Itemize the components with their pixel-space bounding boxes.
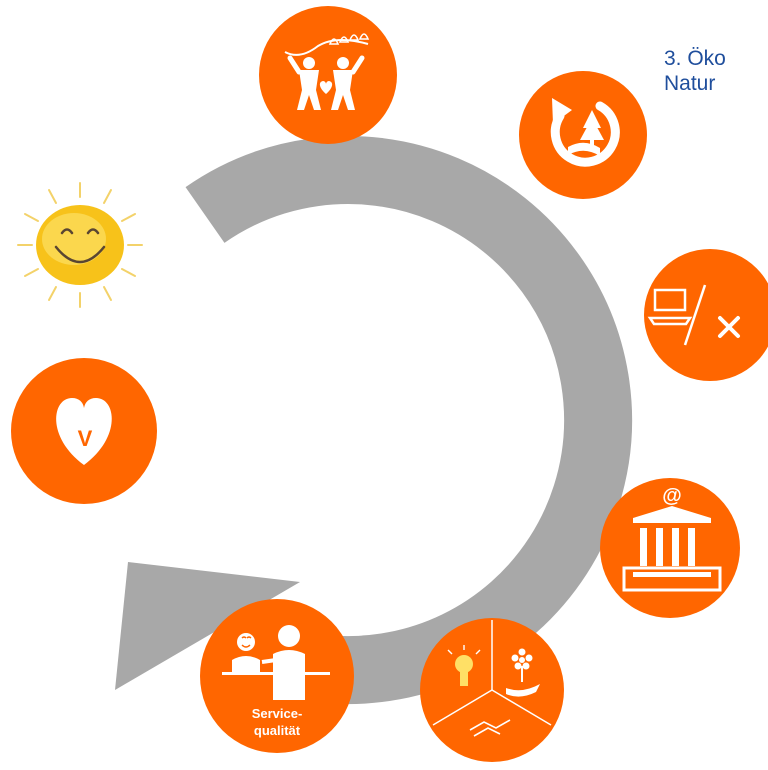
service-label-line1: Service- bbox=[252, 706, 303, 721]
caption: 3. Öko Natur bbox=[664, 46, 726, 96]
light-bulb-icon bbox=[447, 645, 481, 686]
node-idea-plant-handshake bbox=[420, 618, 564, 762]
people-heart-icon bbox=[284, 33, 370, 110]
node-computer-tools bbox=[644, 249, 768, 381]
computer-tools-icon bbox=[647, 284, 740, 346]
institution-email-icon: @ bbox=[622, 485, 722, 592]
at-sign-icon: @ bbox=[662, 485, 682, 507]
smiling-sun-icon bbox=[17, 182, 143, 308]
node-nature-cycle bbox=[519, 71, 647, 199]
node-institution: @ bbox=[600, 478, 740, 618]
heart-v-icon: V bbox=[56, 398, 112, 465]
service-counter-icon bbox=[222, 625, 330, 700]
idea-plant-handshake-icon bbox=[432, 620, 552, 737]
nature-cycle-icon bbox=[550, 98, 620, 167]
service-label-line2: qualität bbox=[254, 723, 301, 738]
node-service-quality: Service- qualität bbox=[200, 599, 354, 753]
handshake-icon bbox=[469, 719, 511, 737]
plant-in-hand-icon bbox=[506, 648, 540, 697]
caption-line1: 3. Öko bbox=[664, 47, 726, 70]
caption-line2: Natur bbox=[664, 72, 716, 95]
heart-letter: V bbox=[78, 426, 93, 451]
circular-arrow bbox=[115, 136, 633, 704]
node-people-heart bbox=[259, 6, 397, 144]
node-heart-v: V bbox=[11, 358, 157, 504]
